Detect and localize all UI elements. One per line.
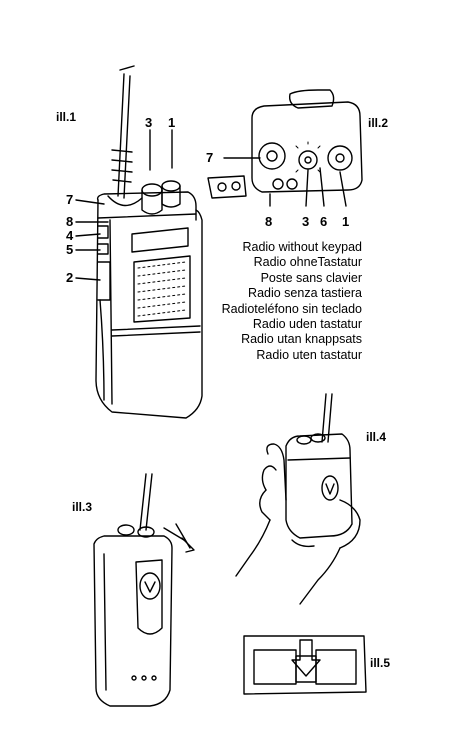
hand-ill4-drawing [235,393,361,605]
caption-line-en: Radio without keypad [242,240,362,254]
radio-back-ill3-drawing [93,473,195,707]
ill1-callout-3: 3 [145,115,153,130]
multilingual-caption: Radio without keypad Radio ohneTastatur … [196,240,362,363]
ill2-callout-7: 7 [206,150,214,165]
radio-bottom-ill5-drawing [243,635,367,695]
caption-line-it: Radio senza tastiera [248,286,362,301]
ill2-label: ill.2 [368,116,389,130]
ill2-callout-1: 1 [342,214,350,229]
ill2-callout-6: 6 [320,214,328,229]
ill3-label: ill.3 [72,500,93,514]
radio-top-ill2-drawing [207,89,363,207]
caption-line-es: Radioteléfono sin teclado [221,301,362,316]
caption-line-de: Radio ohneTastatur [253,255,362,270]
radio-ill1-drawing [75,65,203,419]
ill1-callout-4: 4 [66,228,74,243]
ill1-callout-7: 7 [66,192,74,207]
ill5-label: ill.5 [370,656,391,670]
ill1-callout-2: 2 [66,270,74,285]
ill1-label: ill.1 [56,110,77,124]
ill1-callout-8: 8 [66,214,74,229]
ill2-callout-3: 3 [302,214,310,229]
ill4-label: ill.4 [366,430,387,444]
caption-line-sv: Radio utan knappsats [241,332,362,347]
ill1-callout-1: 1 [168,115,176,130]
caption-line-fr: Poste sans clavier [260,270,362,285]
caption-line-da: Radio uden tastatur [252,317,362,332]
caption-line-no: Radio uten tastatur [256,347,362,362]
ill1-callout-5: 5 [66,242,74,257]
ill2-callout-8: 8 [265,214,273,229]
